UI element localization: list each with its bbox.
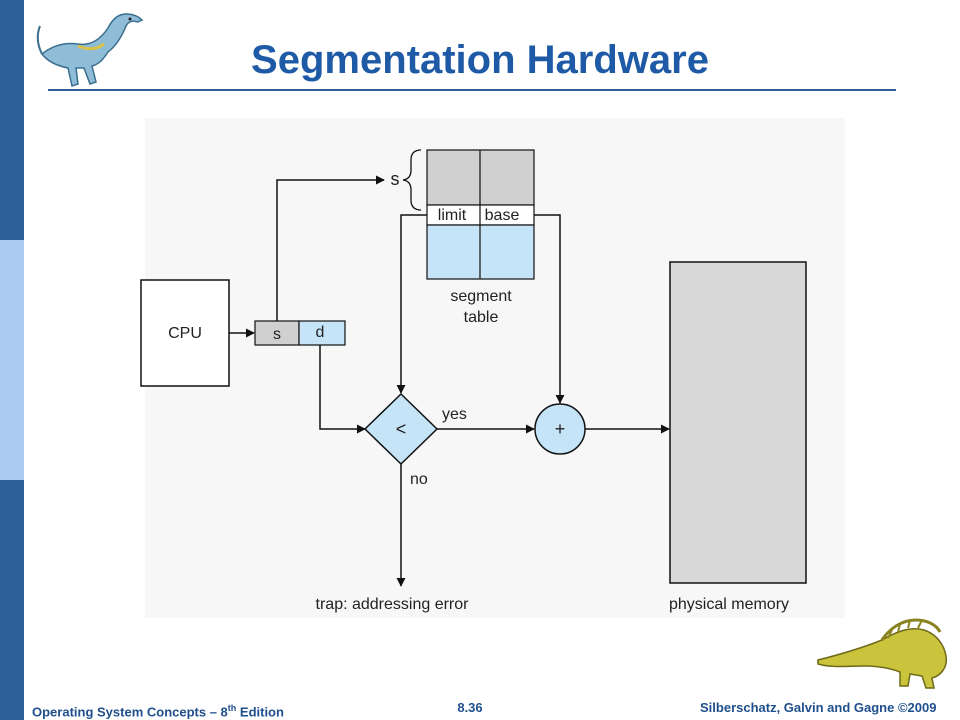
physical-memory-box: [669, 261, 807, 584]
sidebar-bar-highlight: [0, 240, 24, 480]
footer-book-title: Operating System Concepts – 8th Edition: [32, 700, 284, 720]
adder-label: +: [555, 419, 566, 439]
trap-label: trap: addressing error: [316, 596, 470, 613]
footer-book-title-sup: th: [227, 703, 237, 713]
limit-label: limit: [438, 207, 467, 224]
segment-table-label-line2: table: [464, 309, 499, 326]
base-label: base: [485, 207, 520, 224]
compare-label: <: [396, 419, 407, 439]
footer-page-number: 8.36: [457, 700, 483, 715]
dinosaur-logo-bottom: [812, 614, 952, 697]
segment-table-label-line1: segment: [450, 288, 512, 305]
slide-title: Segmentation Hardware: [251, 38, 709, 82]
segment-brace: [402, 149, 422, 211]
no-label: no: [410, 471, 428, 488]
dinosaur-logo-top: [34, 6, 150, 95]
limit-to-compare-arrow: [396, 214, 427, 394]
address-s-cell: [254, 320, 300, 346]
title-underline: [48, 89, 896, 91]
cpu-box: [140, 279, 230, 387]
d-to-compare-arrow: [319, 345, 366, 434]
footer-book-title-suffix: Edition: [236, 704, 284, 720]
yes-label: yes: [442, 406, 467, 423]
segment-index-label: s: [391, 169, 400, 189]
s-to-table-arrow: [276, 175, 385, 321]
base-to-adder-arrow: [534, 214, 565, 404]
footer-book-title-prefix: Operating System Concepts – 8: [32, 704, 228, 720]
physical-memory-label: physical memory: [669, 596, 789, 613]
cpu-label: CPU: [168, 325, 202, 342]
footer-authors: Silberschatz, Galvin and Gagne ©2009: [700, 700, 937, 715]
address-d-label: d: [316, 324, 325, 341]
address-s-label: s: [273, 326, 281, 343]
address-d-cell: [298, 320, 346, 346]
